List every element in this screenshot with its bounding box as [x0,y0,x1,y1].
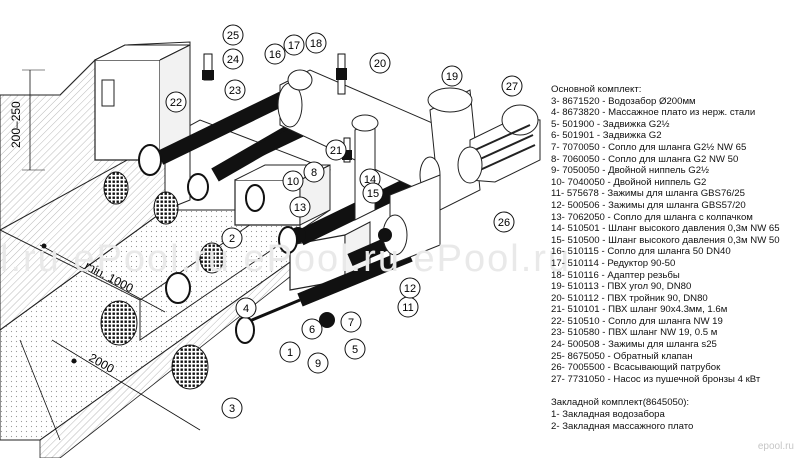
callout-16: 16 [264,43,286,65]
callout-12: 12 [399,277,421,299]
callout-label: 15 [367,188,379,200]
embed-title: Закладной комплект(8645050): [551,397,690,409]
callout-5: 5 [344,338,366,360]
valves [138,53,392,344]
callout-label: 13 [294,202,306,214]
callout-label: 10 [287,176,299,188]
callout-22: 22 [165,91,187,113]
callout-label: 22 [170,97,182,109]
callout-18: 18 [305,32,327,54]
legend-item: 18- 510116 - Адаптер резьбы [551,269,680,281]
callout-label: 11 [402,302,413,314]
callout-23: 23 [224,79,246,101]
callout-label: 19 [446,71,458,83]
massage-plates [100,171,225,390]
callout-label: 12 [404,283,416,295]
callout-label: 9 [315,358,321,370]
callout-label: 16 [269,49,281,61]
callout-label: 1 [287,347,293,359]
legend-item: 2- Закладная массажного плато [551,420,694,432]
legend-item: 21- 510101 - ПВХ шланг 90х4.3мм, 1.6м [551,304,728,316]
callout-label: 24 [227,54,239,66]
legend-item: 15- 510500 - Шланг высокого давления 0,3… [551,234,780,246]
callout-label: 7 [348,317,354,329]
legend-item: 10- 7040050 - Двойной ниппель G2 [551,176,707,188]
callout-24: 24 [222,48,244,70]
legend-item: 27- 7731050 - Насос из пушечной бронзы 4… [551,373,761,385]
legend-item: 17- 510114 - Редуктор 90-50 [551,257,676,269]
callout-13: 13 [289,196,311,218]
callout-label: 26 [498,217,510,229]
callout-2: 2 [221,227,243,249]
legend-item: 12- 500506 - Зажимы для шланга GBS57/20 [551,199,746,211]
callout-label: 5 [352,344,358,356]
dimension-lines [19,69,201,441]
callout-label: 3 [229,403,235,415]
legend-item: 3- 8671520 - Водозабор Ø200мм [551,95,696,107]
watermark-text: l.ru ePool.ru ePool.ru ePool.ru [0,238,572,280]
callout-19: 19 [441,65,463,87]
callout-7: 7 [340,311,362,333]
legend-item: 14- 510501 - Шланг высокого давления 0,3… [551,223,780,235]
legend-item: 24- 500508 - Зажимы для шланга s25 [551,339,717,351]
callout-label: 6 [309,324,315,336]
legend-item: 6- 501901 - Задвижка G2 [551,130,662,142]
callout-label: 21 [330,145,342,157]
callout-label: 18 [310,38,322,50]
callout-label: 8 [311,167,317,179]
legend-item: 25- 8675050 - Обратный клапан [551,350,693,362]
callout-10: 10 [282,170,304,192]
callout-9: 9 [307,352,329,374]
dim-height: 200–250 [9,101,23,148]
legend-item: 16- 510115 - Сопло для шланга 50 DN40 [551,246,731,258]
callout-26: 26 [493,211,515,233]
callout-15: 15 [362,182,384,204]
callout-label: 4 [243,303,249,315]
legend-panel: Основной комплект: 3- 8671520 - Водозабо… [551,84,796,432]
legend-item: 9- 7050050 - Двойной ниппель G2½ [551,165,710,177]
callout-17: 17 [283,34,305,56]
pump [457,104,541,184]
callout-27: 27 [501,75,523,97]
legend-item: 7- 7070050 - Сопло для шланга G2½ NW 65 [551,141,747,153]
legend-item: 23- 510580 - ПВХ шланг NW 19, 0.5 м [551,327,718,339]
callout-3: 3 [221,397,243,419]
callout-11: 11 [397,296,419,318]
callout-4: 4 [235,297,257,319]
callout-1: 1 [279,341,301,363]
callout-label: 2 [229,233,235,245]
pvc-manifold [277,69,481,266]
callout-label: 17 [288,40,300,52]
brand-mark: epool.ru [757,441,794,452]
callout-label: 23 [229,85,241,97]
callout-8: 8 [303,161,325,183]
callout-label: 27 [506,81,518,93]
embed-box-upper [94,44,191,161]
legend-item: 4- 8673820 - Массажное плато из нерж. ст… [551,107,756,119]
callout-25: 25 [222,24,244,46]
legend-item: 11- 575678 - Зажимы для шланга GBS76/25 [551,188,745,200]
callout-6: 6 [301,318,323,340]
legend-item: 13- 7062050 - Сопло для шланга с колпачк… [551,211,753,223]
legend-item: 19- 510113 - ПВХ угол 90, DN80 [551,281,692,293]
legend-item: 1- Закладная водозабора [551,409,665,421]
callout-21: 21 [325,139,347,161]
legend-item: 20- 510112 - ПВХ тройник 90, DN80 [551,292,708,304]
callout-label: 20 [374,58,386,70]
legend-item: 5- 501900 - Задвижка G2½ [551,118,670,130]
legend-title: Основной комплект: [551,84,642,95]
callout-20: 20 [369,52,391,74]
legend-item: 22- 510510 - Сопло для шланга NW 19 [551,315,723,327]
legend-item: 26- 7005500 - Всасывающий патрубок [551,362,721,374]
legend-item: 8- 7060050 - Сопло для шланга G2 NW 50 [551,153,739,165]
callout-label: 25 [227,30,239,42]
